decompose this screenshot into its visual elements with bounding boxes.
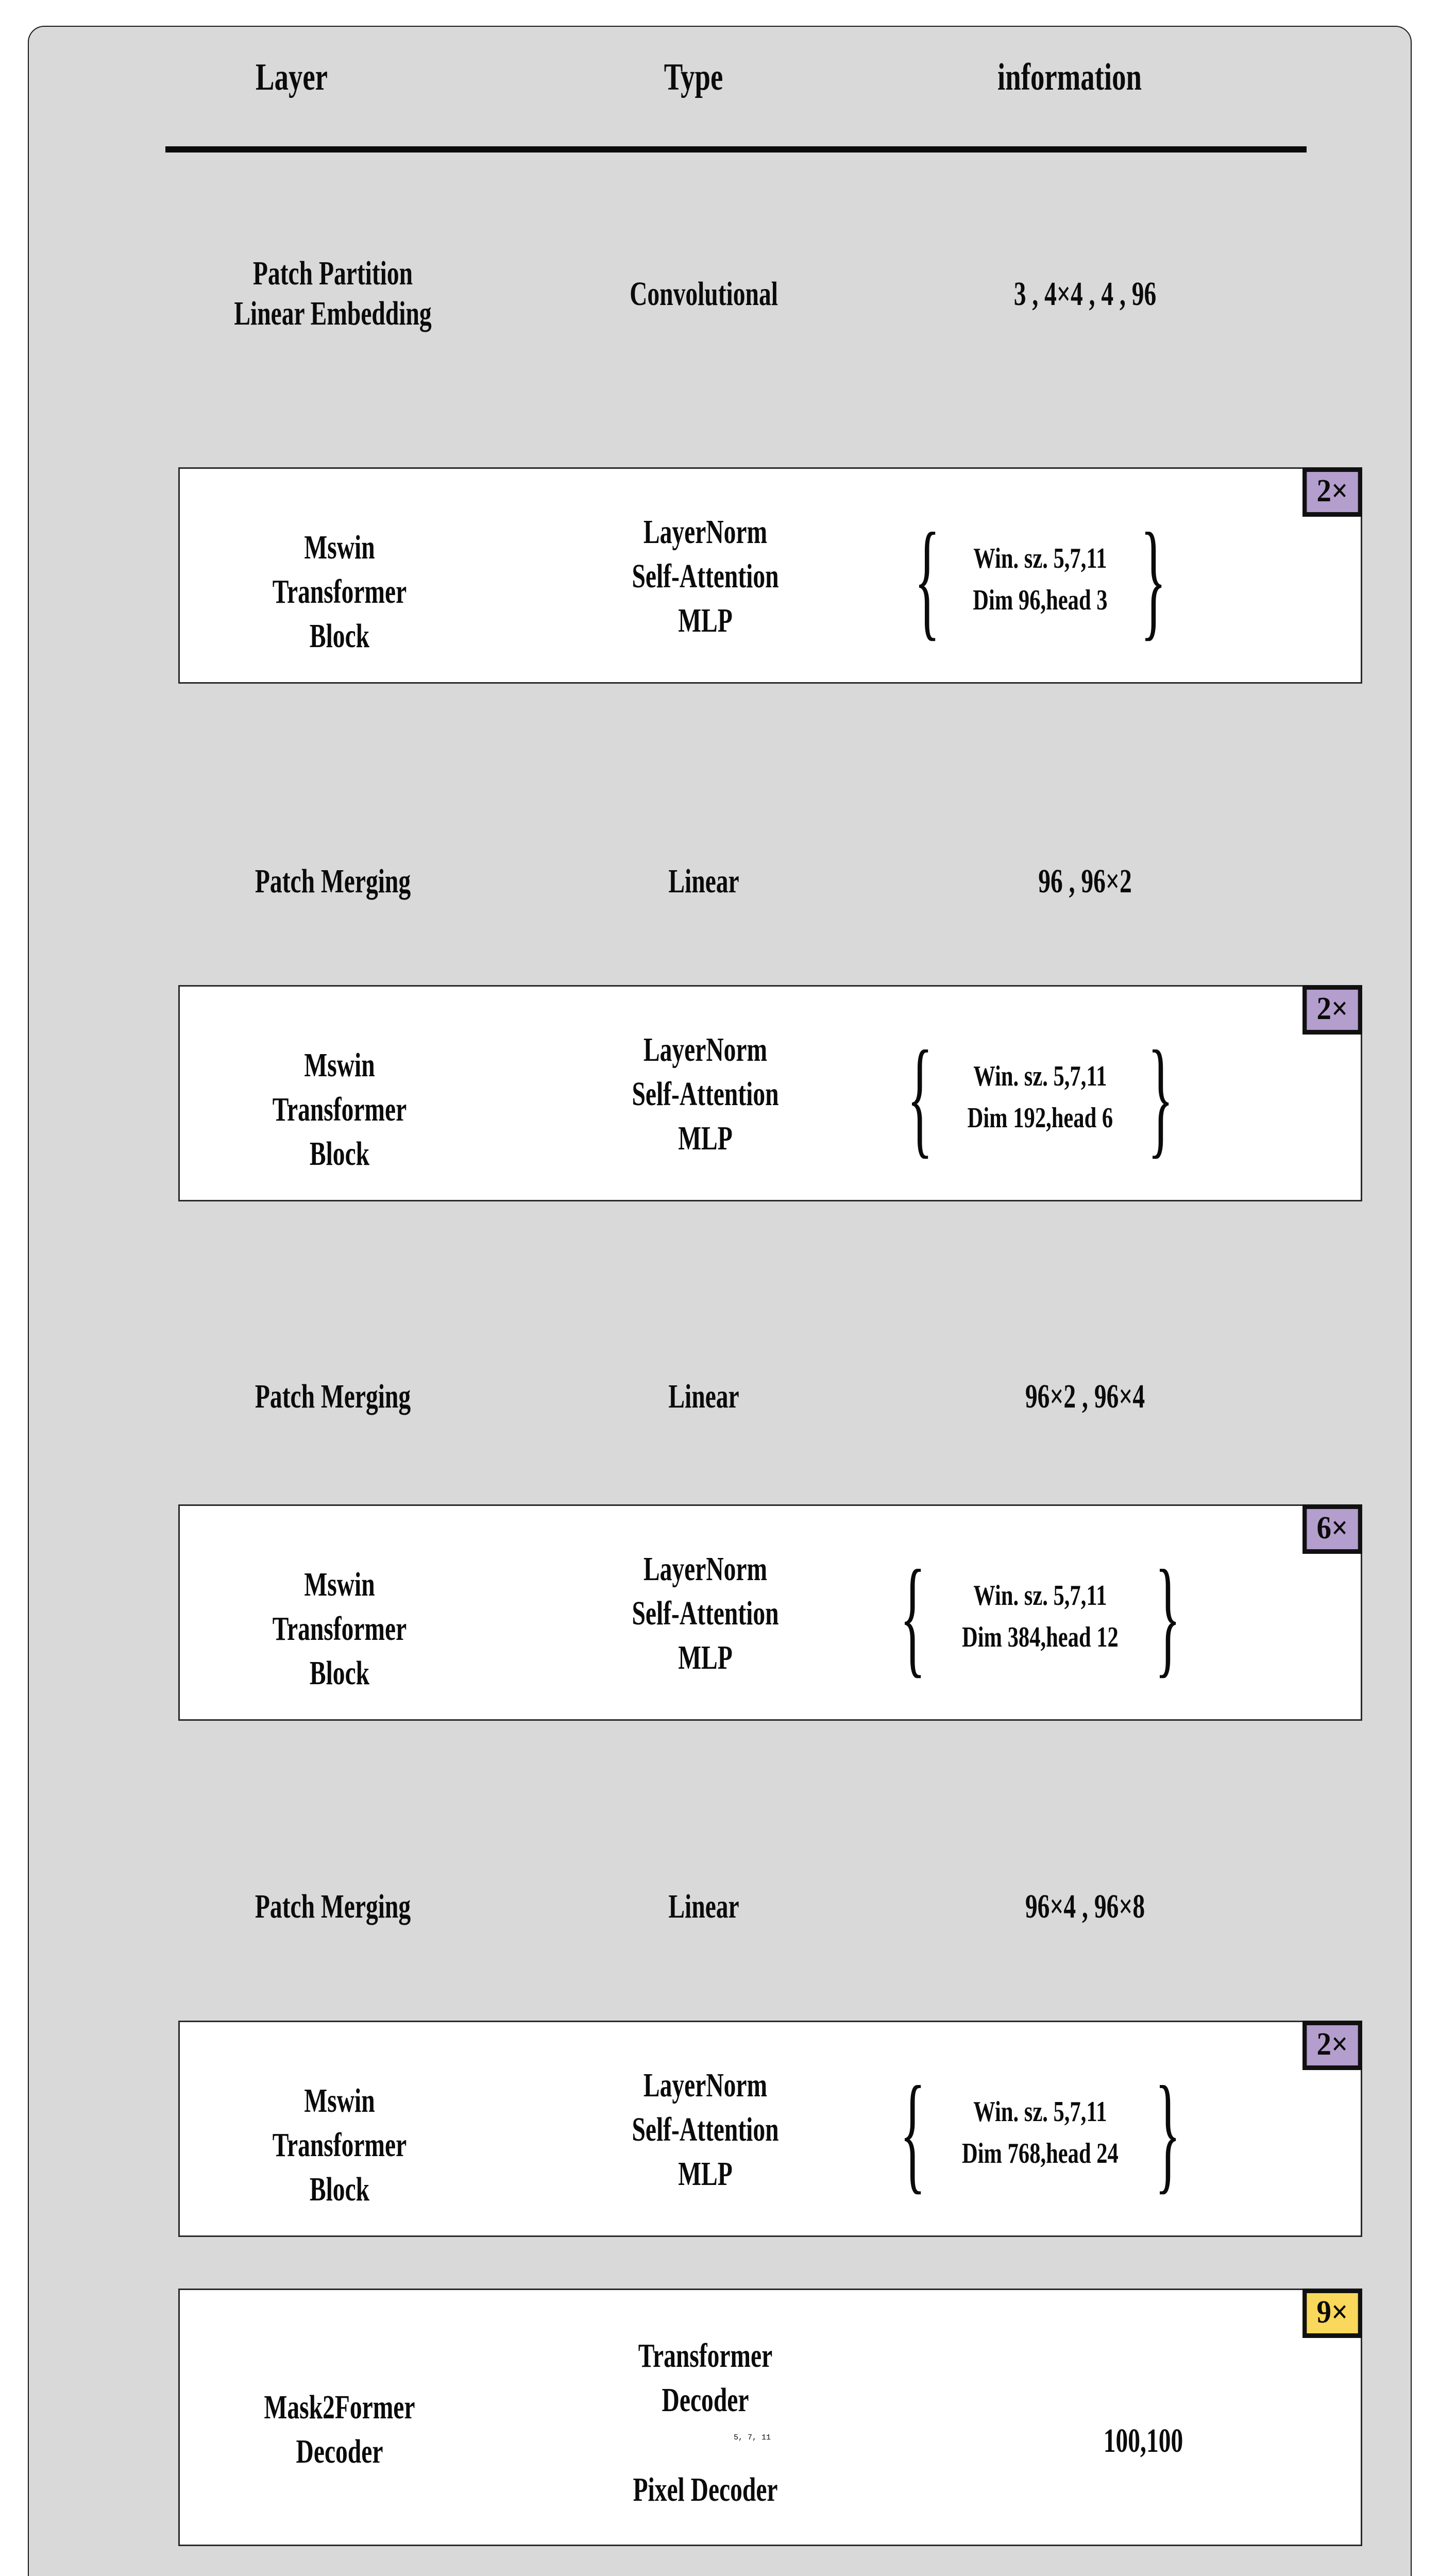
block-layer-label: Mswin Transformer Block: [272, 1046, 407, 1173]
architecture-table-panel: Layer Type information Patch Partition L…: [28, 26, 1412, 2576]
repeat-count-badge: 9×: [1302, 2289, 1362, 2338]
mswin-transformer-block: Mswin Transformer Block LayerNorm Self-A…: [178, 1504, 1362, 1721]
block-type-top-label: Transformer Decoder: [638, 2337, 773, 2419]
brace-open-glyph: {: [914, 506, 940, 653]
block-type-bottom-label: Pixel Decoder: [633, 2471, 778, 2509]
brace-close-glyph: }: [1155, 2059, 1181, 2206]
block-type-label: LayerNorm Self-Attention MLP: [632, 1550, 779, 1676]
row-information-label: 96 , 96×2: [1038, 862, 1132, 900]
window-size-micro-note: 5, 7, 11: [734, 2433, 771, 2442]
column-header-information: information: [997, 56, 1142, 98]
row-type-label: Convolutional: [630, 275, 778, 313]
brace-close-glyph: }: [1155, 1543, 1181, 1690]
row-layer-label: Patch Merging: [255, 862, 411, 900]
block-layer-label: Mswin Transformer Block: [272, 1566, 407, 1692]
table-row: Patch Merging Linear 96 , 96×2: [29, 861, 1411, 918]
repeat-count-badge: 2×: [1302, 985, 1362, 1035]
row-layer-label: Patch Merging: [255, 1888, 411, 1925]
mask2former-decoder-block: Mask2Former Decoder Transformer Decoder …: [178, 2289, 1362, 2546]
column-header-layer: Layer: [256, 56, 328, 98]
table-header-row: Layer Type information: [29, 56, 1411, 135]
table-row: Patch Merging Linear 96×2 , 96×4: [29, 1377, 1411, 1433]
brace-open-glyph: {: [900, 2059, 926, 2206]
brace-close-glyph: }: [1147, 1024, 1174, 1171]
block-layer-label: Mswin Transformer Block: [272, 529, 407, 655]
row-layer-label: Patch Partition Linear Embedding: [234, 255, 432, 332]
row-type-label: Linear: [668, 1888, 739, 1925]
block-type-label: LayerNorm Self-Attention MLP: [632, 1031, 779, 1157]
mswin-transformer-block: Mswin Transformer Block LayerNorm Self-A…: [178, 2021, 1362, 2237]
repeat-count-badge: 2×: [1302, 2021, 1362, 2070]
column-header-type: Type: [664, 56, 723, 98]
brace-open-glyph: {: [907, 1024, 933, 1171]
block-type-label: LayerNorm Self-Attention MLP: [632, 513, 779, 639]
brace-open-glyph: {: [900, 1543, 926, 1690]
row-type-label: Linear: [668, 862, 739, 900]
row-information-label: 3 , 4×4 , 4 , 96: [1013, 275, 1157, 313]
block-layer-label: Mswin Transformer Block: [272, 2082, 407, 2208]
table-row: Patch Partition Linear Embedding Convolu…: [29, 253, 1411, 346]
brace-close-glyph: }: [1140, 506, 1166, 653]
block-information-label: 100,100: [1103, 2422, 1183, 2460]
header-divider-rule: [165, 146, 1307, 152]
row-information-label: 96×4 , 96×8: [1025, 1888, 1145, 1925]
block-type-label: LayerNorm Self-Attention MLP: [632, 2066, 779, 2193]
row-layer-label: Patch Merging: [255, 1378, 411, 1415]
mswin-transformer-block: Mswin Transformer Block LayerNorm Self-A…: [178, 985, 1362, 1201]
table-row: Patch Merging Linear 96×4 , 96×8: [29, 1887, 1411, 1943]
repeat-count-badge: 6×: [1302, 1504, 1362, 1554]
mswin-transformer-block: Mswin Transformer Block LayerNorm Self-A…: [178, 467, 1362, 684]
block-layer-label: Mask2Former Decoder: [264, 2388, 415, 2470]
row-information-label: 96×2 , 96×4: [1025, 1378, 1145, 1415]
repeat-count-badge: 2×: [1302, 467, 1362, 517]
row-type-label: Linear: [668, 1378, 739, 1415]
